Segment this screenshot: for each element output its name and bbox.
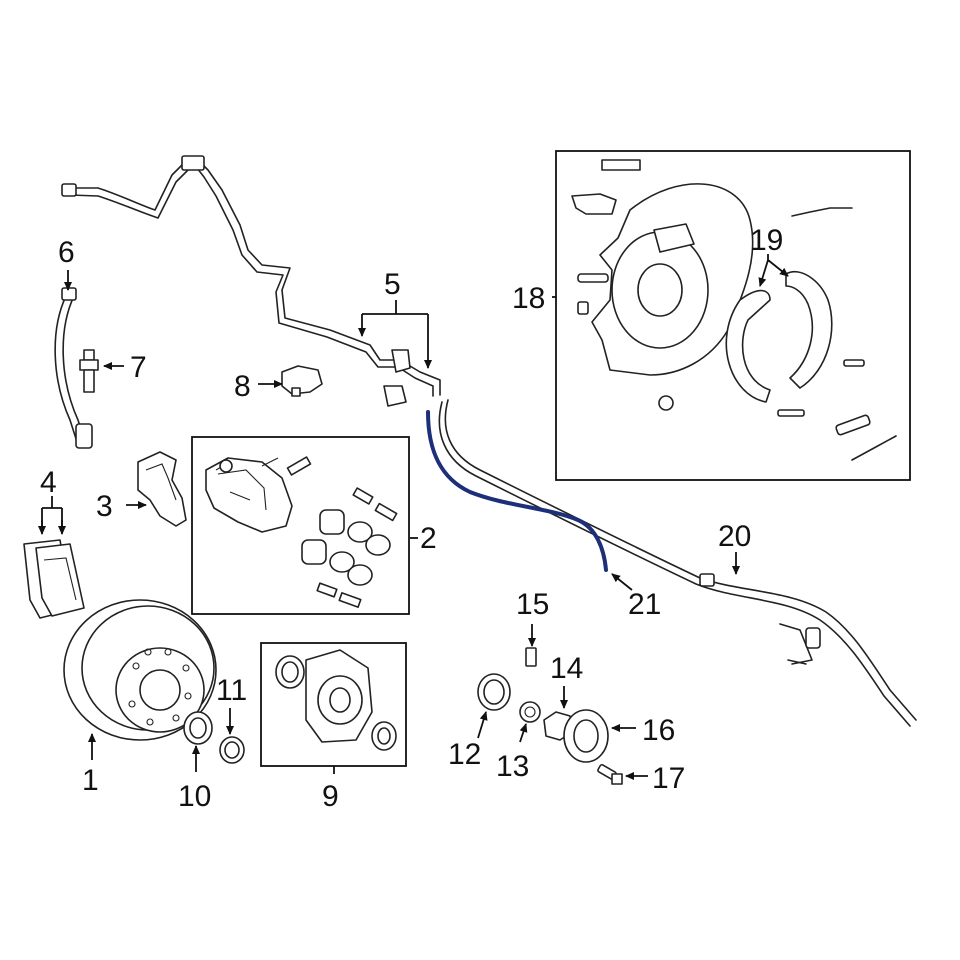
part-17-bolt [597, 763, 623, 785]
callout-7: 7 [130, 351, 147, 384]
part-12-bearing [477, 673, 511, 711]
callout-17: 17 [652, 762, 685, 795]
callout-14: 14 [550, 652, 583, 685]
callout-12: 12 [448, 738, 481, 771]
part-1-brake-rotor [63, 599, 217, 741]
callout-18: 18 [512, 282, 545, 315]
part-11-bearing [219, 736, 245, 764]
callout-10: 10 [178, 780, 211, 813]
part-6-brake-hose [54, 287, 93, 449]
leader-lines [38, 254, 789, 780]
part-18-backing-plate-box [555, 150, 911, 481]
callout-3: 3 [96, 490, 113, 523]
callout-5: 5 [384, 268, 401, 301]
part-4-brake-pads [23, 539, 85, 619]
part-8-bracket [281, 365, 323, 397]
part-15-key [525, 647, 537, 667]
callout-4: 4 [40, 466, 57, 499]
callout-11: 11 [216, 674, 247, 707]
part-19-brake-shoes [725, 271, 897, 461]
caliper-pistons-upper [301, 509, 391, 586]
part-7-bolt [79, 349, 99, 393]
callout-8: 8 [234, 370, 251, 403]
part-13-lock-washer [519, 701, 541, 723]
part-21-highlighted-brake-line [426, 410, 608, 572]
callout-6: 6 [58, 236, 75, 269]
callout-21: 21 [628, 588, 661, 621]
brake-line-assembly [61, 155, 441, 407]
part-9-hub-box [260, 642, 407, 767]
callout-13: 13 [496, 750, 529, 783]
callout-16: 16 [642, 714, 675, 747]
part-2-caliper-box [191, 436, 410, 615]
callout-9: 9 [322, 780, 339, 813]
part-3-caliper-bracket [137, 451, 187, 527]
callout-labels: 1 2 3 4 5 6 7 8 9 10 11 12 13 14 15 16 1… [40, 224, 783, 813]
callout-1: 1 [82, 764, 99, 797]
callout-2: 2 [420, 522, 437, 555]
callout-19: 19 [750, 224, 783, 257]
part-20-parking-brake-cable [438, 399, 917, 727]
part-10-seal [183, 711, 213, 745]
callout-20: 20 [718, 520, 751, 553]
part-16-gasket [563, 709, 609, 763]
callout-15: 15 [516, 588, 549, 621]
